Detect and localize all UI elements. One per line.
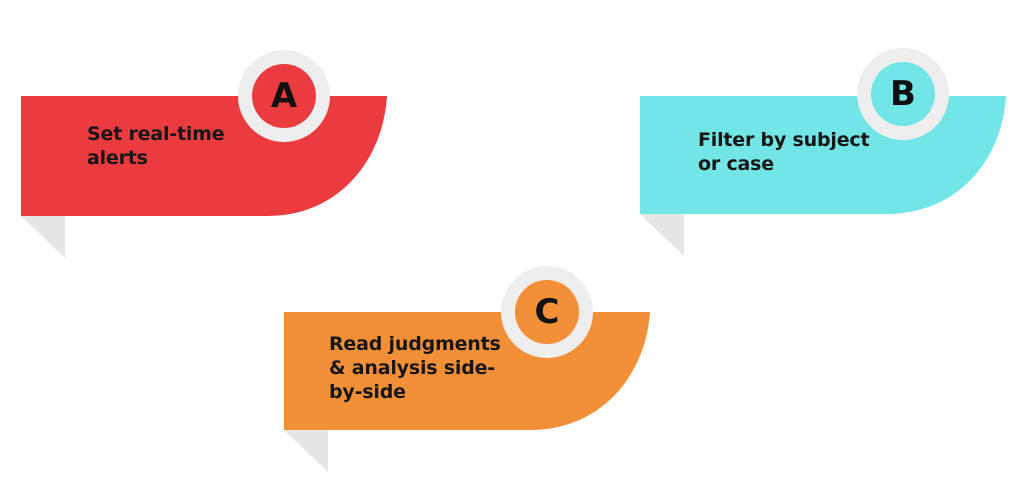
card-b-text: Filter by subject or case	[698, 129, 870, 175]
card-a-badge: A	[238, 50, 330, 142]
card-b: Filter by subject or case B	[640, 48, 1006, 258]
card-a-text: Set real-time alerts	[87, 123, 225, 169]
card-c-text: Read judgments & analysis side- by-side	[329, 333, 501, 403]
card-b-badge: B	[857, 48, 949, 140]
card-c: Read judgments & analysis side- by-side …	[284, 266, 650, 476]
card-c-fold	[284, 430, 328, 472]
card-c-badge: C	[501, 266, 593, 358]
card-b-letter: B	[871, 62, 935, 126]
card-a: Set real-time alerts A	[21, 50, 387, 260]
card-a-letter: A	[252, 64, 316, 128]
card-c-letter: C	[515, 280, 579, 344]
card-a-fold	[21, 216, 65, 258]
card-b-fold	[640, 214, 684, 256]
